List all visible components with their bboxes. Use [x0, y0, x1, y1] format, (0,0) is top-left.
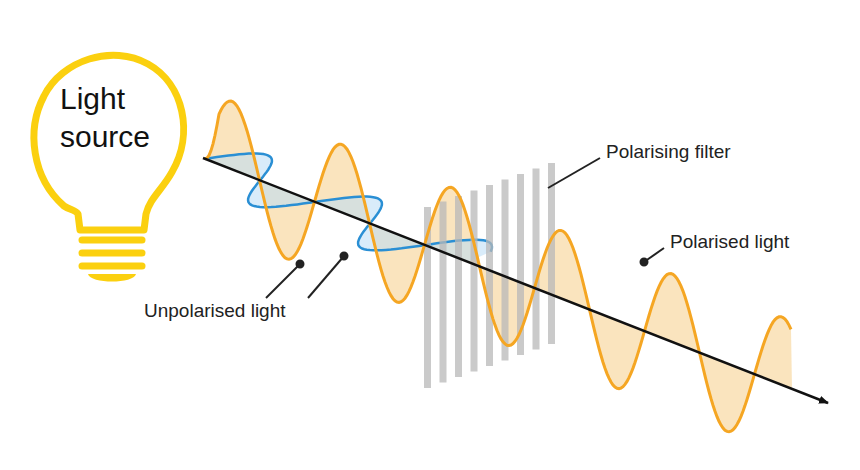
callout-label: Polarised light — [668, 231, 791, 253]
filter-bar — [440, 202, 447, 383]
filter-bar — [548, 163, 555, 344]
filter-bar — [455, 196, 462, 377]
bulb-base-ring — [82, 237, 142, 244]
wave-line — [205, 101, 791, 432]
blue-wave-line — [205, 154, 492, 252]
leader-lines — [266, 158, 664, 298]
filter-bar — [471, 191, 478, 372]
light-bulb: Light source — [22, 38, 194, 288]
node-text: Light source — [60, 80, 184, 156]
callout-label: Unpolarised light — [142, 300, 288, 322]
blue-wave-fill — [205, 154, 492, 262]
leader-dot — [341, 253, 348, 260]
filter-bar — [502, 180, 509, 361]
filter-bar — [533, 169, 540, 350]
polarised-wave — [205, 101, 791, 432]
bulb-base-ring — [82, 263, 142, 270]
unpolarised-wave — [205, 154, 492, 262]
bulb-glass — [34, 55, 184, 230]
callout-label: Polarising filter — [604, 141, 733, 163]
leader-line — [548, 158, 600, 188]
leader-line — [266, 264, 300, 298]
leader-dot — [641, 259, 648, 266]
leader-dot — [297, 261, 304, 268]
leader-line — [308, 256, 344, 298]
polarising-filter — [424, 163, 555, 388]
propagation-axis — [203, 158, 828, 403]
wave-fill — [205, 101, 792, 432]
bulb-cap — [88, 274, 136, 282]
bulb-base-ring — [82, 250, 142, 257]
filter-bar — [486, 185, 493, 366]
polarised-wave-fill — [205, 101, 792, 432]
bulb-outline — [22, 38, 194, 288]
